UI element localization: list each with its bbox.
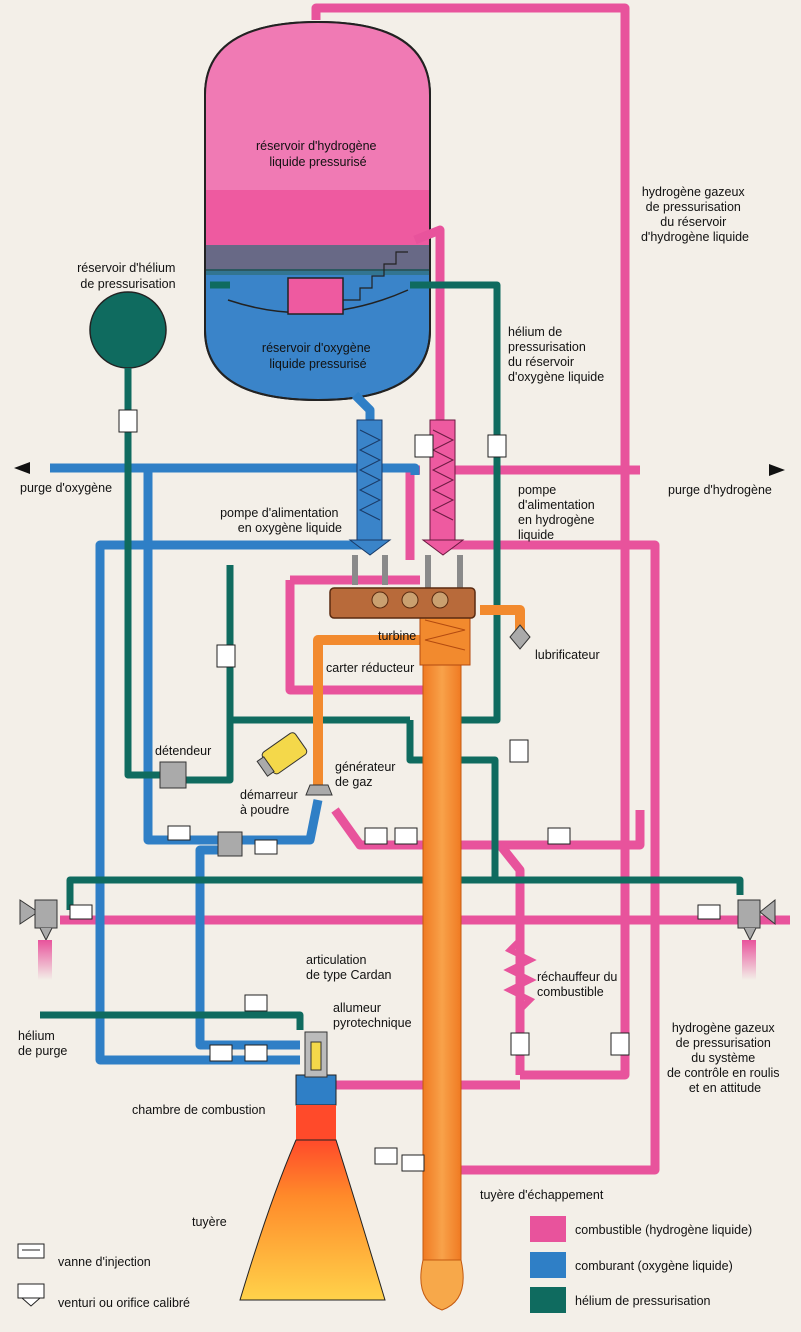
combustion-chamber — [295, 1074, 337, 1140]
exhaust-pipe — [422, 659, 462, 1261]
regulator-label: détendeur — [155, 744, 211, 758]
attitude-thruster-left — [19, 899, 58, 980]
h2-tank-label: réservoir d'hydrogène liquide pressurisé — [256, 139, 380, 169]
fuel-heater — [503, 937, 537, 1013]
powder-starter-label: démarreur à poudre — [240, 788, 301, 817]
purge-oxygen-arrow — [14, 462, 30, 474]
legend-valve-icon — [17, 1243, 45, 1259]
purge-hydrogen-label: purge d'hydrogène — [668, 483, 772, 497]
helium-tank — [89, 291, 167, 369]
legend-venturi-label: venturi ou orifice calibré — [58, 1296, 190, 1310]
nozzle-label: tuyère — [192, 1215, 227, 1229]
igniter-label: allumeur pyrotechnique — [333, 1001, 412, 1030]
regulator-1 — [159, 761, 187, 789]
he-o2-pressurization-label: hélium de pressurisation du réservoir d'… — [508, 325, 604, 384]
lubricator-label: lubrificateur — [535, 648, 600, 662]
attitude-thruster-right — [737, 898, 776, 980]
legend: vanne d'injection venturi ou orifice cal… — [17, 1216, 752, 1313]
turbine-label: turbine — [378, 629, 416, 643]
gas-generator — [305, 784, 333, 796]
legend-helium-swatch — [530, 1287, 566, 1313]
legend-fuel-swatch — [530, 1216, 566, 1242]
gearbox-label: carter réducteur — [326, 661, 414, 675]
lh2-pump-label: pompe d'alimentation en hydrogène liquid… — [518, 483, 598, 542]
lox-pump — [348, 419, 392, 556]
legend-venturi-icon — [17, 1283, 45, 1307]
exhaust-nozzle-label: tuyère d'échappement — [480, 1188, 604, 1202]
legend-valve-label: vanne d'injection — [58, 1255, 151, 1269]
powder-starter — [256, 732, 308, 777]
purge-oxygen-label: purge d'oxygène — [20, 481, 112, 495]
legend-oxidizer-swatch — [530, 1252, 566, 1278]
legend-oxidizer-label: comburant (oxygène liquide) — [575, 1259, 733, 1273]
exhaust-outlet — [420, 1259, 464, 1311]
legend-fuel-label: combustible (hydrogène liquide) — [575, 1223, 752, 1237]
turbine — [419, 609, 471, 666]
main-tank — [204, 20, 431, 402]
h2-gas-pressurization-label: hydrogène gazeux de pressurisation du ré… — [641, 185, 749, 244]
gas-generator-label: générateur de gaz — [335, 760, 399, 789]
lubricator — [509, 624, 531, 650]
valves — [69, 409, 721, 1172]
helium-purge-label: hélium de purge — [18, 1029, 67, 1058]
helium-lines — [40, 281, 744, 1030]
gearbox — [329, 587, 476, 619]
fuel-heater-label: réchauffeur du combustible — [537, 970, 621, 999]
legend-helium-label: hélium de pressurisation — [575, 1294, 711, 1308]
nozzle — [239, 1139, 386, 1301]
h2-gas-attitude-label: hydrogène gazeux de pressurisation du sy… — [667, 1021, 783, 1095]
lox-pump-label: pompe d'alimentation en oxygène liquide — [220, 506, 342, 535]
combustion-chamber-label: chambre de combustion — [132, 1103, 265, 1117]
purge-hydrogen-arrow — [769, 464, 785, 476]
regulator-2 — [217, 831, 243, 857]
cardan-label: articulation de type Cardan — [306, 953, 392, 982]
o2-tank-label: réservoir d'oxygène liquide pressurisé — [262, 341, 374, 371]
lh2-pump — [421, 419, 465, 556]
helium-tank-label: réservoir d'hélium de pressurisation — [77, 261, 179, 291]
